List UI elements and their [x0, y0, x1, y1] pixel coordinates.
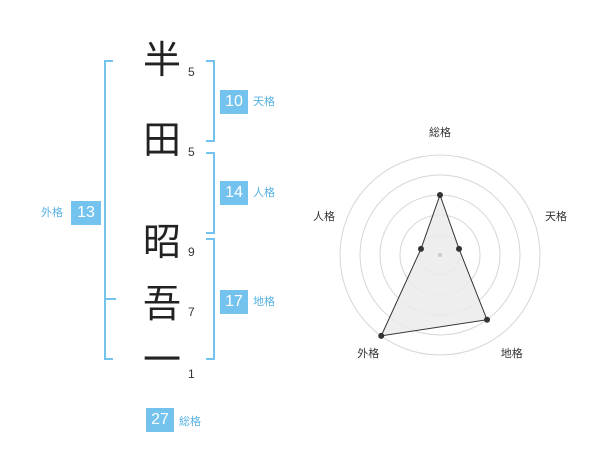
radar-axis-label-gaikaku: 外格: [357, 346, 380, 360]
chikaku-value: 17: [220, 290, 248, 314]
stroke-count-3: 9: [188, 245, 195, 259]
stroke-count-2: 5: [188, 145, 195, 159]
radar-points: [378, 192, 491, 339]
radar-point: [484, 316, 491, 323]
gaikaku-value: 13: [71, 201, 101, 225]
radar-axis-label-chikaku: 地格: [500, 346, 523, 360]
radar-ring: [359, 174, 521, 336]
radar-polygon: [380, 193, 488, 337]
radar-point: [437, 192, 443, 198]
tenkaku-label: 天格: [253, 95, 275, 108]
chikaku-label: 地格: [253, 295, 275, 308]
name-char-4: 吾: [142, 282, 181, 326]
name-char-5: 一: [142, 338, 181, 382]
radar-axis-label-jinkaku: 人格: [312, 210, 335, 224]
name-char-1: 半: [142, 38, 181, 82]
radar-point: [456, 245, 463, 252]
jinkaku-value: 14: [220, 181, 248, 205]
gaikaku-label: 外格: [41, 206, 63, 219]
jinkaku-bracket: [206, 152, 215, 234]
radar-center: [438, 253, 442, 257]
radar-point: [417, 245, 424, 252]
gaikaku-bracket: [104, 60, 113, 360]
soukaku-value: 27: [146, 408, 174, 432]
stroke-count-4: 7: [188, 305, 195, 319]
gaikaku-bracket-tick: [106, 298, 116, 300]
tenkaku-value: 10: [220, 90, 248, 114]
stroke-count-1: 5: [188, 65, 195, 79]
stroke-count-5: 1: [188, 367, 195, 381]
name-char-2: 田: [142, 118, 181, 162]
chikaku-bracket: [206, 238, 215, 360]
soukaku-label: 総格: [179, 415, 201, 428]
name-char-3: 昭: [142, 220, 181, 264]
tenkaku-bracket: [206, 60, 215, 142]
radar-axis-label-tenkaku: 天格: [545, 210, 568, 224]
radar-ring: [339, 154, 541, 356]
radar-axis-label-soukaku: 総格: [429, 126, 451, 139]
radar-point: [378, 332, 385, 339]
jinkaku-label: 人格: [253, 186, 275, 199]
